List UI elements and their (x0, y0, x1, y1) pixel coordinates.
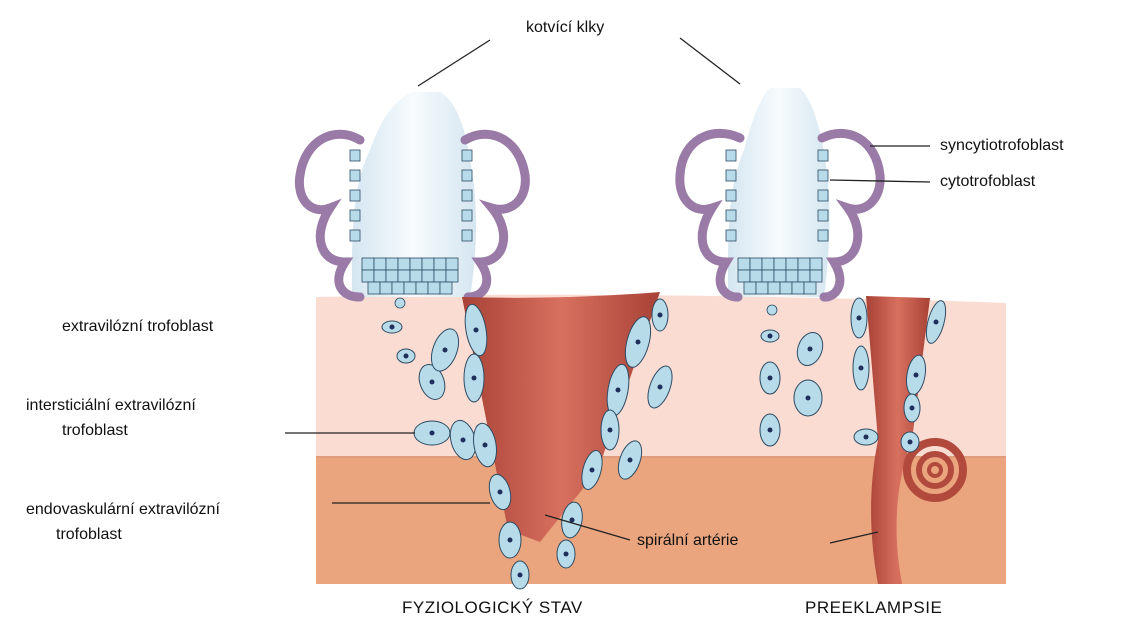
anchoring-villus-right (680, 88, 880, 315)
label-intersticialni-line2: trofoblast (62, 421, 128, 441)
label-cytotrofoblast: cytotrofoblast (940, 172, 1035, 192)
label-endovaskularni-line2: trofoblast (56, 525, 122, 545)
label-kotvici-klky: kotvící klky (526, 18, 604, 38)
label-spiralni-arterie: spirální artérie (637, 531, 738, 551)
caption-preeklampsie: PREEKLAMPSIE (805, 598, 942, 618)
leader-kotvici-right (680, 38, 740, 84)
leader-kotvici-left (418, 40, 490, 86)
caption-fyziologicky-stav: FYZIOLOGICKÝ STAV (402, 598, 583, 618)
label-endovaskularni-line1: endovaskulární extravilózní (26, 500, 220, 520)
label-intersticialni-line1: intersticiální extravilózní (26, 396, 196, 416)
decidua-lower-layer (316, 456, 1006, 584)
anchoring-villus-left (299, 92, 525, 308)
label-syncytiotrofoblast: syncytiotrofoblast (940, 136, 1064, 156)
syncytio-frond-right-2 (822, 133, 880, 297)
label-extravilozni-trofoblast: extravilózní trofoblast (62, 317, 213, 337)
